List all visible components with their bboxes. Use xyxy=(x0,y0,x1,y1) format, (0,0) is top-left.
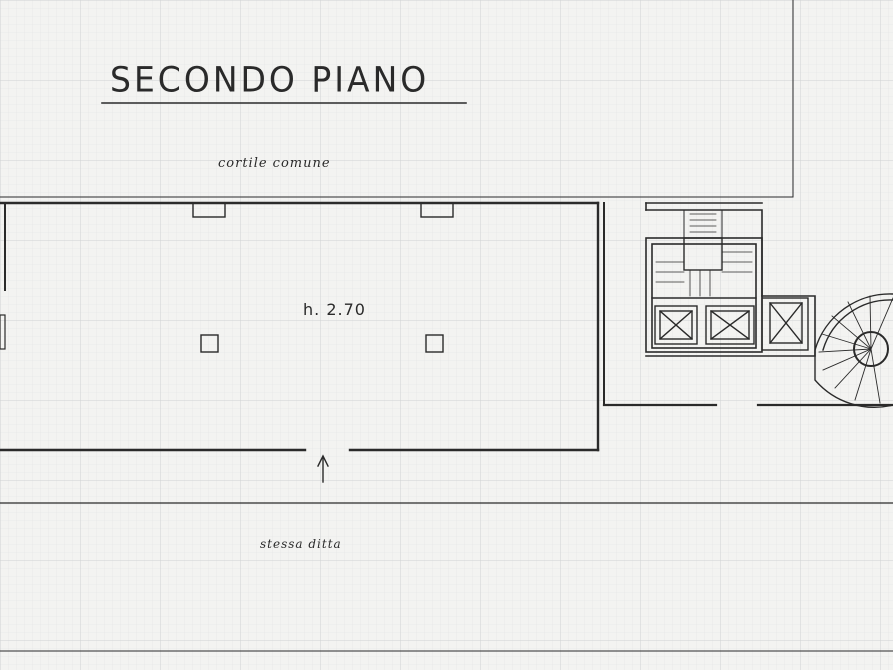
spiral-staircase xyxy=(814,293,893,408)
plan-title: SECONDO PIANO xyxy=(110,59,430,100)
lift-shaft-3 xyxy=(761,297,809,351)
stair-core xyxy=(645,202,763,353)
entrance-arrow xyxy=(317,454,329,483)
buttress-2 xyxy=(420,202,454,218)
main-room-walls xyxy=(0,201,600,452)
courtyard-label: cortile comune xyxy=(218,156,331,171)
courtyard-boundary xyxy=(0,0,794,198)
shaft-enclosure xyxy=(645,295,816,357)
buttress-1 xyxy=(192,202,226,218)
column-2 xyxy=(425,334,444,353)
lift-shaft-1 xyxy=(654,305,698,345)
column-1 xyxy=(200,334,219,353)
room-height-label: h. 2.70 xyxy=(303,300,366,319)
lift-shaft-2 xyxy=(705,305,755,345)
left-wall-opening xyxy=(0,314,6,350)
adjacent-property-label: stessa ditta xyxy=(260,537,342,551)
